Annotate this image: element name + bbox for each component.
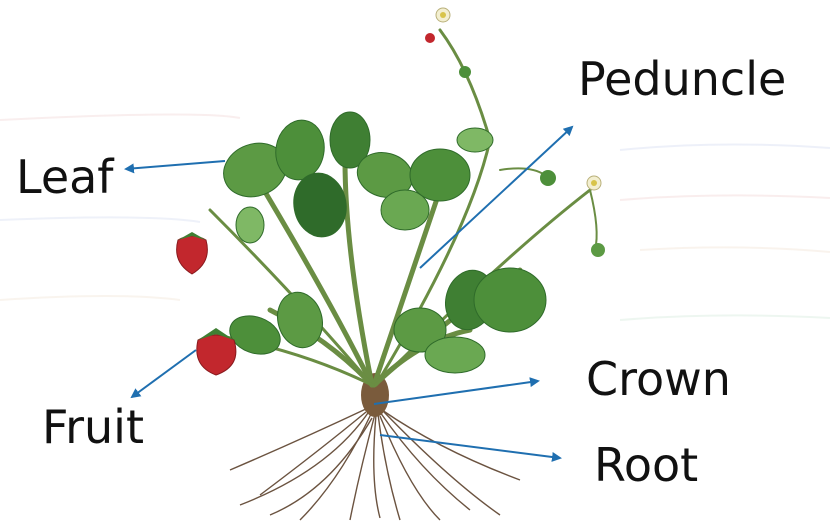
leaf-arrow: [126, 161, 225, 169]
leaves: [216, 112, 546, 373]
fruit-arrow: [132, 350, 196, 397]
fruit-label: Fruit: [42, 404, 144, 450]
strawberries: [177, 232, 236, 375]
crown-label: Crown: [586, 356, 731, 402]
crown-arrow: [374, 381, 538, 404]
peduncle-label: Peduncle: [578, 56, 786, 102]
root-arrow: [380, 435, 560, 458]
roots: [230, 408, 520, 520]
root-label: Root: [594, 442, 698, 488]
leaf-label: Leaf: [16, 154, 114, 200]
